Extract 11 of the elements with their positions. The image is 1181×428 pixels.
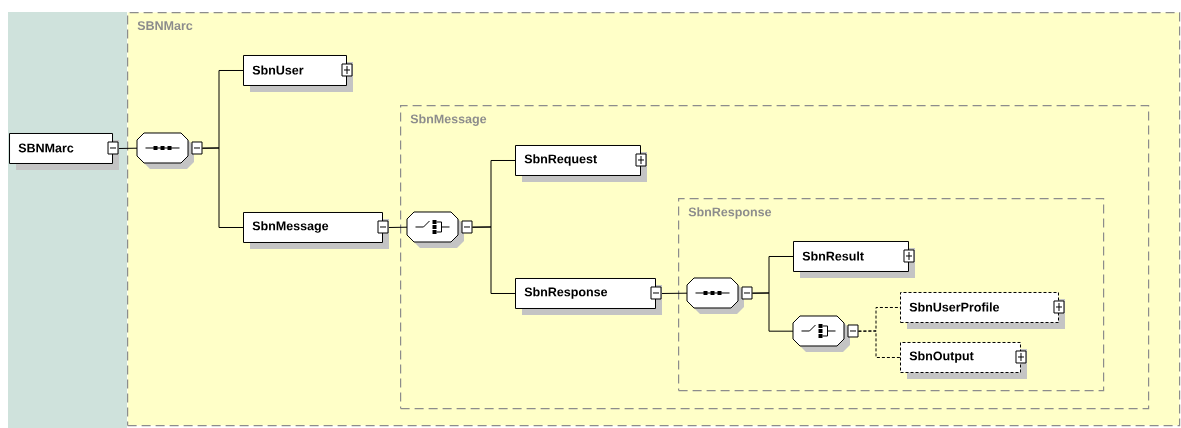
connector <box>201 147 244 228</box>
element-box: SbnMessage <box>243 212 389 249</box>
connector <box>471 226 516 294</box>
element-box: SbnResponse <box>515 278 662 315</box>
connector <box>857 330 901 358</box>
connector <box>388 226 408 228</box>
element-box: SbnRequest <box>515 145 647 182</box>
connector <box>118 147 138 149</box>
element-box: SbnUserProfile <box>900 292 1065 329</box>
connector <box>661 292 688 294</box>
connector <box>751 292 794 332</box>
